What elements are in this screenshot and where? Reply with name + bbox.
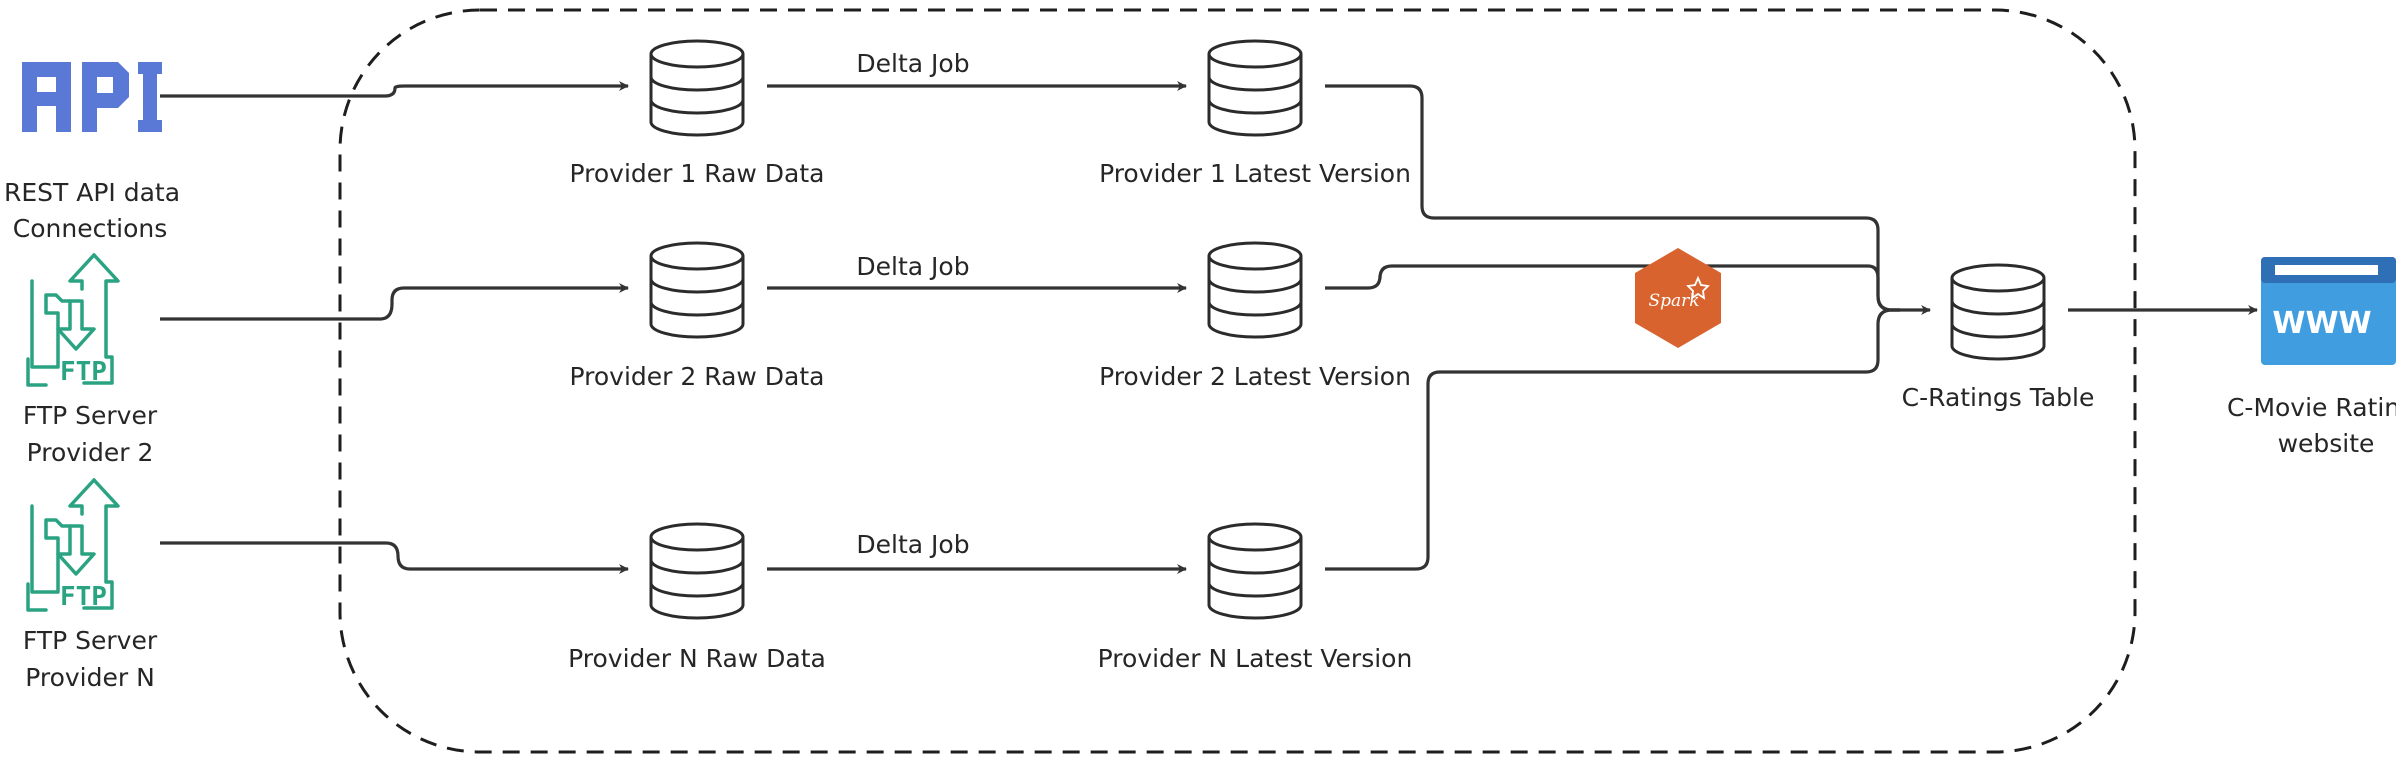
database-icon [649, 522, 745, 620]
api-label-line1: REST API data [4, 178, 180, 207]
ftp2-label-line1: FTP Server [23, 401, 158, 430]
ftp-icon-glyph: FTP [60, 357, 107, 387]
ftp-provider-n-source: FTP FTP Server Provider N [23, 478, 158, 692]
raw-data-label-1: Provider 1 Raw Data [570, 159, 825, 188]
raw-data-store-2: Provider 2 Raw Data [570, 241, 825, 391]
api-source: REST API data Connections [4, 62, 180, 243]
delta-job-label-n: Delta Job [856, 530, 969, 559]
edge-latestn-to-ctable [1325, 305, 1931, 571]
raw-data-store-1: Provider 1 Raw Data [570, 39, 825, 188]
latest-version-store-2: Provider 2 Latest Version [1099, 241, 1411, 391]
ftp-server-icon: FTP [26, 478, 120, 612]
ftp-icon-glyph: FTP [60, 582, 107, 612]
processing-boundary [338, 8, 2137, 754]
latest-version-store-1: Provider 1 Latest Version [1099, 39, 1411, 188]
www-glyph: WWW [2272, 306, 2371, 341]
ftp-server-icon: FTP [26, 253, 120, 387]
latest-version-label-1: Provider 1 Latest Version [1099, 159, 1411, 188]
website-label-line1: C-Movie Ratings [2227, 393, 2396, 422]
website-node: WWW C-Movie Ratings website [2227, 257, 2396, 458]
api-icon [22, 62, 162, 132]
edge-api-to-raw1 [160, 81, 629, 98]
ftpn-label-line1: FTP Server [23, 626, 158, 655]
database-icon [1207, 522, 1303, 620]
latest-version-store-n: Provider N Latest Version [1098, 522, 1413, 673]
api-label-line2: Connections [13, 214, 167, 243]
latest-version-label-n: Provider N Latest Version [1098, 644, 1413, 673]
edge-latest1-to-ctable [1325, 84, 1900, 312]
database-icon [1207, 241, 1303, 339]
delta-job-label-1: Delta Job [856, 49, 969, 78]
ftp2-label-line2: Provider 2 [27, 438, 154, 467]
database-icon [1950, 263, 2046, 361]
database-icon [649, 241, 745, 339]
c-ratings-table: C-Ratings Table [1902, 263, 2095, 412]
database-icon [1207, 39, 1303, 137]
spark-icon: Spark [1635, 248, 1721, 348]
delta-job-label-2: Delta Job [856, 252, 969, 281]
website-label-line2: website [2278, 429, 2375, 458]
ftpn-label-line2: Provider N [25, 663, 155, 692]
ftp-provider-2-source: FTP FTP Server Provider 2 [23, 253, 158, 467]
edge-ftpn-to-rawn [160, 541, 629, 574]
raw-data-label-2: Provider 2 Raw Data [570, 362, 825, 391]
latest-version-label-2: Provider 2 Latest Version [1099, 362, 1411, 391]
raw-data-label-n: Provider N Raw Data [568, 644, 826, 673]
raw-data-store-n: Provider N Raw Data [568, 522, 826, 673]
database-icon [649, 39, 745, 137]
website-icon: WWW [2261, 257, 2396, 365]
spark-logo-text: Spark [1648, 291, 1699, 311]
c-ratings-table-label: C-Ratings Table [1902, 383, 2095, 412]
edge-latest2-to-ctable [1325, 264, 1900, 312]
edge-ftp2-to-raw2 [160, 283, 629, 321]
